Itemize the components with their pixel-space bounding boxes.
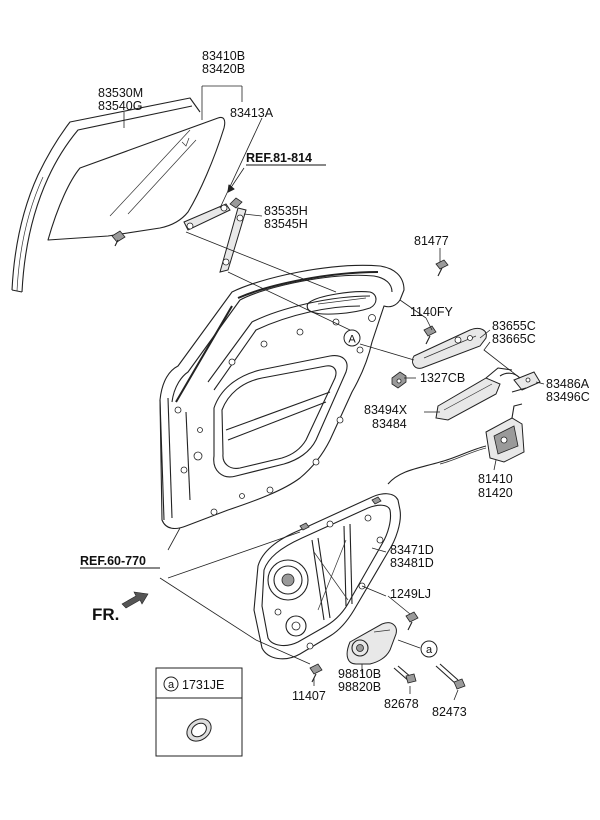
door-latch	[387, 403, 525, 485]
bolt-1140fy	[423, 325, 437, 345]
label-latch-2: 81420	[478, 486, 513, 500]
bolt-82473	[435, 663, 466, 690]
label-screw-1249lj: 1249LJ	[390, 587, 431, 601]
label-door-glass-2: 83420B	[202, 62, 245, 76]
label-door-glass-1: 83410B	[202, 49, 245, 63]
label-bolt-81477: 81477	[414, 234, 449, 248]
label-motor-2: 98820B	[338, 680, 381, 694]
label-regulator-1: 83471D	[390, 543, 434, 557]
label-ref-bottom: REF.60-770	[80, 554, 146, 568]
label-fr: FR.	[92, 605, 119, 624]
door-glass	[47, 116, 226, 241]
label-motor-1: 98810B	[338, 667, 381, 681]
front-direction-arrow	[121, 591, 149, 609]
inset-code: 1731JE	[182, 678, 224, 692]
window-motor	[346, 622, 397, 665]
handle-extension	[435, 367, 513, 421]
bolt-11407	[309, 663, 323, 683]
door-channel-upper	[183, 197, 247, 273]
label-regulator-2: 83481D	[390, 556, 434, 570]
label-bolt-11407: 11407	[292, 689, 326, 703]
label-handle-ext-2: 83484	[372, 417, 407, 431]
label-handle-1: 83655C	[492, 319, 536, 333]
door-panel	[159, 264, 405, 530]
label-latch-1: 81410	[478, 472, 513, 486]
callout-circle-A: A	[343, 329, 361, 347]
glass-bracket-bolt	[111, 230, 126, 247]
svg-text:a: a	[426, 644, 433, 656]
label-rod-2: 83496C	[546, 390, 590, 404]
label-glass-bracket: 83413A	[230, 106, 274, 120]
door-rod	[499, 371, 541, 393]
label-bolt-82678: 82678	[384, 697, 419, 711]
label-channel-1: 83535H	[264, 204, 308, 218]
screw-1249lj	[405, 611, 419, 631]
inset-marker: a	[168, 679, 175, 691]
callout-circle-a: a	[420, 640, 438, 658]
clip-1327cb	[391, 371, 407, 389]
inset-box: a 1731JE	[155, 667, 243, 757]
window-regulator-module	[253, 493, 401, 660]
grommet-icon	[186, 718, 212, 742]
part-labels: 83530M 83540G 83410B 83420B 83413A REF.8…	[80, 49, 590, 719]
label-channel-2: 83545H	[264, 217, 308, 231]
label-glass-run-2: 83540G	[98, 99, 142, 113]
bolt-82678	[393, 665, 417, 684]
label-bolt-82473: 82473	[432, 705, 467, 719]
label-ref-top: REF.81-814	[246, 151, 312, 165]
label-handle-2: 83665C	[492, 332, 536, 346]
leader-lines	[123, 85, 545, 701]
outside-handle	[411, 327, 487, 369]
label-bolt-1140fy: 1140FY	[410, 305, 454, 319]
label-rod-1: 83486A	[546, 377, 590, 391]
glass-run-channel	[11, 97, 201, 293]
label-handle-ext-1: 83494X	[364, 403, 408, 417]
label-clip-1327cb: 1327CB	[420, 371, 465, 385]
bolt-81477	[435, 259, 449, 277]
label-glass-run-1: 83530M	[98, 86, 143, 100]
svg-text:A: A	[348, 334, 356, 346]
